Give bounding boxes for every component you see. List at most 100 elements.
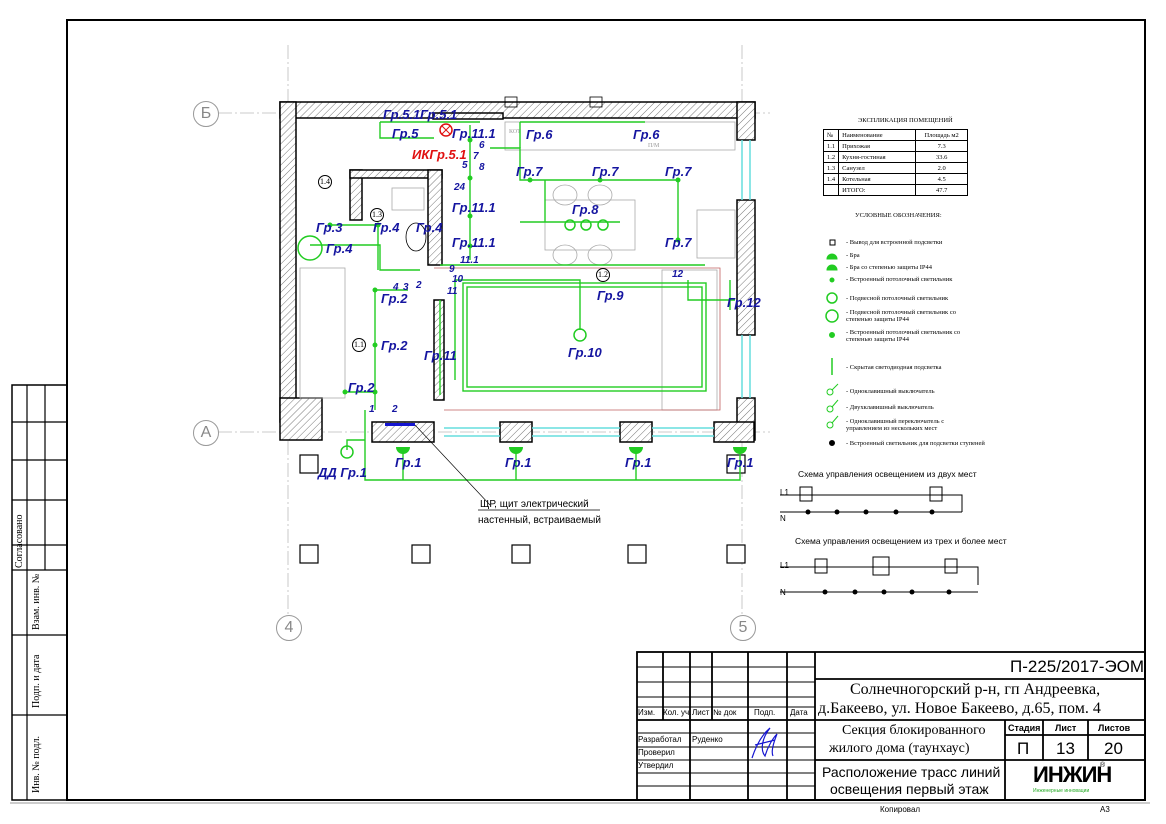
col-header: Лист xyxy=(692,708,710,717)
scheme-n: N xyxy=(780,514,786,523)
stage-value: П xyxy=(1017,739,1030,758)
fire-alarm-label: ИКГр.5.1 xyxy=(412,147,467,162)
object-name: жилого дома (таунхаус) xyxy=(829,741,970,756)
axis-a: А xyxy=(193,420,219,446)
furniture xyxy=(299,96,736,411)
table-total-row: ИТОГО:47.7 xyxy=(822,184,969,196)
group-label: Гр.1 xyxy=(505,455,532,470)
group-label: Гр.1 xyxy=(395,455,422,470)
signature xyxy=(751,727,778,759)
legend-item: - Вывод для встроенной подсветки xyxy=(846,239,943,246)
scheme-three-title: Схема управления освещением из трех и бо… xyxy=(795,536,1007,546)
legend-item: - Двухклавишный выключатель xyxy=(846,404,934,411)
room-marker: 1.1 xyxy=(352,338,366,352)
switch-number: 4 xyxy=(393,282,399,293)
switch-number: 5 xyxy=(462,160,468,171)
axis-5: 5 xyxy=(730,615,756,641)
wiring xyxy=(310,121,741,481)
legend-item: - Одноклавишный переключатель с управлен… xyxy=(846,418,945,433)
address-line: д.Бакеево, ул. Новое Бакеево, д.65, пом.… xyxy=(818,700,1101,717)
axis-b: Б xyxy=(193,101,219,127)
scheme-n: N xyxy=(780,588,786,597)
col-header: Кол. уч. xyxy=(663,708,692,717)
switch-number: 2 xyxy=(416,280,422,291)
switch-number: 8 xyxy=(479,162,485,173)
title-block-frame xyxy=(636,651,1146,801)
group-label: Гр.7 xyxy=(665,235,692,250)
group-label: Гр.7 xyxy=(665,164,692,179)
document-code: П-225/2017-ЭОМ xyxy=(1010,657,1145,676)
group-label: Гр.11.1 xyxy=(452,200,496,215)
group-label: Гр.2 xyxy=(381,338,408,353)
group-label: Гр.1 xyxy=(625,455,652,470)
group-label: Гр.2 xyxy=(381,291,408,306)
group-label: Гр.11.1 xyxy=(452,126,496,141)
sheet-title: Расположение трасс линий xyxy=(822,764,1001,780)
stage-label: Стадия xyxy=(1008,723,1041,733)
switch-number: 12 xyxy=(672,269,684,280)
room-marker: 1.4 xyxy=(318,175,332,189)
strip-signature-date: Подп. и дата xyxy=(31,654,42,708)
switch-number: 10 xyxy=(452,274,464,285)
address-line: Солнечногорский р-н, гп Андреевка, xyxy=(850,681,1101,698)
dishwasher-label: П/М xyxy=(648,143,660,149)
group-label: ДД Гр.1 xyxy=(318,465,367,480)
legend-item: - Скрытая светодиодная подсветка xyxy=(846,364,942,371)
sheets-label: Листов xyxy=(1098,723,1131,733)
group-label: Гр.11 xyxy=(424,348,457,363)
copied-label: Копировал xyxy=(880,805,921,814)
group-label: Гр.12 xyxy=(727,295,761,310)
group-label: Гр.5 xyxy=(392,126,419,141)
header-cell: № xyxy=(822,129,840,141)
scheme-l1: L1 xyxy=(780,488,789,497)
group-label: Гр.3 xyxy=(316,220,343,235)
fixtures xyxy=(297,137,747,459)
switch-number: 24 xyxy=(454,182,466,193)
group-label: Гр.4 xyxy=(416,220,443,235)
group-label: Гр.5.1 xyxy=(383,107,421,122)
legend-item: - Подвесной потолочный светильник xyxy=(846,295,949,302)
panel-note: настенный, встраиваемый xyxy=(478,515,601,526)
col-header: Дата xyxy=(790,708,808,717)
strip-replaces: Взам. инв. № xyxy=(31,573,42,630)
strip-inventory: Инв. № подл. xyxy=(31,736,42,793)
group-label: Гр.6 xyxy=(633,127,660,142)
switch-number: 2 xyxy=(392,404,398,415)
group-label: Гр.4 xyxy=(326,241,353,256)
side-strip xyxy=(11,384,68,801)
group-label: Гр.10 xyxy=(568,345,602,360)
header-cell: Площадь м2 xyxy=(915,129,969,141)
registered-mark: ® xyxy=(1100,762,1106,769)
switch-number: 9 xyxy=(449,264,455,275)
group-label: Гр.7 xyxy=(592,164,619,179)
company-logo: ИНЖИН xyxy=(1033,762,1112,787)
format-label: А3 xyxy=(1100,805,1110,814)
strip-agreed: Согласовано xyxy=(14,514,25,568)
legend-item: - Одноклавишный выключатель xyxy=(846,388,935,395)
room-table-title: ЭКСПЛИКАЦИЯ ПОМЕЩЕНИЙ xyxy=(858,117,953,124)
role-label: Проверил xyxy=(638,748,675,757)
company-logo-subtitle: Инженерные инновации xyxy=(1033,788,1090,794)
group-label: Гр.9 xyxy=(597,288,624,303)
switch-number: 1 xyxy=(369,404,375,415)
legend-symbols xyxy=(825,239,839,446)
legend-item: - Встроенный потолочный светильник xyxy=(846,276,953,283)
legend-item: - Бра xyxy=(846,252,860,259)
group-label: Гр.6 xyxy=(526,127,553,142)
axis-4: 4 xyxy=(276,615,302,641)
switch-number: 3 xyxy=(403,282,409,293)
switch-number: 11 xyxy=(447,286,458,297)
col-header: № док xyxy=(713,708,737,717)
scheme-two-title: Схема управления освещением из двух мест xyxy=(798,469,977,479)
group-label: Гр.8 xyxy=(572,202,599,217)
switch-number: 7 xyxy=(473,151,479,162)
room-marker: 1.2 xyxy=(596,268,610,282)
role-label: Утвердил xyxy=(638,761,674,770)
col-header: Изм. xyxy=(638,708,656,717)
